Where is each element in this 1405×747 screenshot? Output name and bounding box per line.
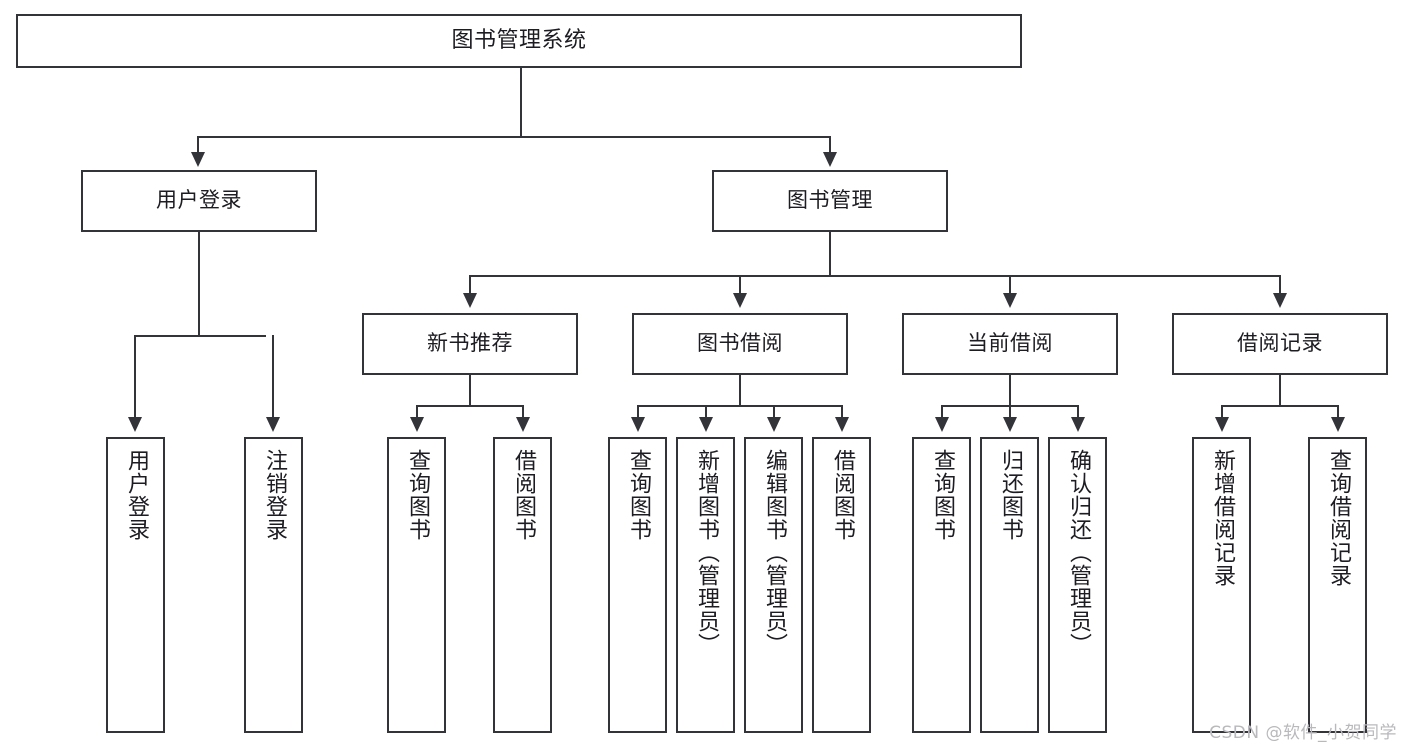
connector-borrow-record-stem	[1279, 375, 1281, 406]
node-current-borrow[interactable]: 当前借阅	[902, 313, 1118, 375]
connector-root-bus	[197, 136, 831, 138]
arrowhead-new-book-leaf-1	[410, 417, 424, 432]
connector-borrow-record-drop-1	[1221, 405, 1223, 419]
node-label: 新增借阅记录	[1209, 449, 1235, 587]
node-new-book-recommend[interactable]: 新书推荐	[362, 313, 578, 375]
arrowhead-to-book-borrow	[733, 293, 747, 308]
node-label: 图书借阅	[697, 331, 783, 356]
connector-book-mgmt-drop-2	[739, 275, 741, 295]
connector-book-mgmt-drop-4	[1279, 275, 1281, 295]
leaf-borrow-record-add[interactable]: 新增借阅记录	[1192, 437, 1251, 733]
leaf-borrow-record-query[interactable]: 查询借阅记录	[1308, 437, 1367, 733]
connector-book-borrow-drop-1	[637, 405, 639, 419]
node-label: 借阅记录	[1237, 331, 1323, 356]
connector-book-mgmt-drop-1	[469, 275, 471, 295]
connector-book-mgmt-bus	[469, 275, 1280, 277]
leaf-current-borrow-confirm[interactable]: 确认归还（管理员）	[1048, 437, 1107, 733]
leaf-book-borrow-add[interactable]: 新增图书（管理员）	[676, 437, 735, 733]
node-label: 注销登录	[261, 449, 287, 541]
arrowhead-to-new-book	[463, 293, 477, 308]
arrowhead-book-borrow-leaf-4	[835, 417, 849, 432]
connector-new-book-stem	[469, 375, 471, 406]
arrowhead-borrow-record-leaf-1	[1215, 417, 1229, 432]
connector-new-book-drop-1	[416, 405, 418, 419]
node-label: 编辑图书（管理员）	[761, 449, 787, 656]
arrowhead-current-borrow-leaf-3	[1071, 417, 1085, 432]
connector-borrow-record-bus	[1221, 405, 1339, 407]
connector-new-book-drop-2	[522, 405, 524, 419]
arrowhead-book-borrow-leaf-1	[631, 417, 645, 432]
node-label: 图书管理系统	[451, 27, 587, 53]
arrowhead-root-to-user-login	[191, 152, 205, 167]
node-label: 新增图书（管理员）	[693, 449, 719, 656]
connector-current-borrow-stem	[1009, 375, 1011, 406]
node-label: 新书推荐	[427, 331, 513, 356]
arrowhead-borrow-record-leaf-2	[1331, 417, 1345, 432]
connector-root-to-book-mgmt	[829, 136, 831, 154]
node-root[interactable]: 图书管理系统	[16, 14, 1022, 68]
leaf-new-book-query[interactable]: 查询图书	[387, 437, 446, 733]
connector-user-login-drop-1	[134, 335, 136, 419]
node-label: 确认归还（管理员）	[1065, 449, 1091, 656]
arrowhead-book-borrow-leaf-3	[767, 417, 781, 432]
arrowhead-new-book-leaf-2	[516, 417, 530, 432]
arrowhead-to-current-borrow	[1003, 293, 1017, 308]
leaf-book-borrow-edit[interactable]: 编辑图书（管理员）	[744, 437, 803, 733]
connector-book-mgmt-stem	[829, 232, 831, 276]
node-label: 用户登录	[123, 449, 149, 541]
node-book-borrow[interactable]: 图书借阅	[632, 313, 848, 375]
leaf-current-borrow-query[interactable]: 查询图书	[912, 437, 971, 733]
node-label: 查询图书	[929, 449, 955, 541]
connector-book-mgmt-drop-3	[1009, 275, 1011, 295]
node-user-login[interactable]: 用户登录	[81, 170, 317, 232]
connector-user-login-drop-2	[272, 335, 274, 419]
connector-book-borrow-drop-3	[773, 405, 775, 419]
connector-root-to-user-login	[197, 136, 199, 154]
node-label: 归还图书	[997, 449, 1023, 541]
leaf-new-book-borrow[interactable]: 借阅图书	[493, 437, 552, 733]
node-label: 图书管理	[787, 188, 873, 213]
node-book-management[interactable]: 图书管理	[712, 170, 948, 232]
arrowhead-current-borrow-leaf-2	[1003, 417, 1017, 432]
leaf-user-login-login[interactable]: 用户登录	[106, 437, 165, 733]
arrowhead-user-login-leaf-1	[128, 417, 142, 432]
node-label: 当前借阅	[967, 331, 1053, 356]
arrowhead-book-borrow-leaf-2	[699, 417, 713, 432]
connector-new-book-bus	[416, 405, 524, 407]
connector-book-borrow-bus	[637, 405, 842, 407]
arrowhead-user-login-leaf-2	[266, 417, 280, 432]
node-label: 用户登录	[156, 188, 242, 213]
connector-book-borrow-drop-2	[705, 405, 707, 419]
node-borrow-record[interactable]: 借阅记录	[1172, 313, 1388, 375]
connector-book-borrow-drop-4	[841, 405, 843, 419]
arrowhead-root-to-book-mgmt	[823, 152, 837, 167]
node-label: 查询图书	[625, 449, 651, 541]
connector-current-borrow-drop-3	[1077, 405, 1079, 419]
connector-root-stem	[520, 68, 522, 136]
node-label: 借阅图书	[510, 449, 536, 541]
leaf-current-borrow-return[interactable]: 归还图书	[980, 437, 1039, 733]
node-label: 查询借阅记录	[1325, 449, 1351, 587]
connector-user-login-stem	[198, 232, 200, 336]
connector-current-borrow-drop-2	[1009, 405, 1011, 419]
arrowhead-to-borrow-record	[1273, 293, 1287, 308]
node-label: 借阅图书	[829, 449, 855, 541]
leaf-book-borrow-query[interactable]: 查询图书	[608, 437, 667, 733]
connector-user-login-bus	[134, 335, 266, 337]
leaf-user-login-logout[interactable]: 注销登录	[244, 437, 303, 733]
leaf-book-borrow-borrow[interactable]: 借阅图书	[812, 437, 871, 733]
connector-book-borrow-stem	[739, 375, 741, 406]
connector-current-borrow-drop-1	[941, 405, 943, 419]
connector-borrow-record-drop-2	[1337, 405, 1339, 419]
node-label: 查询图书	[404, 449, 430, 541]
arrowhead-current-borrow-leaf-1	[935, 417, 949, 432]
